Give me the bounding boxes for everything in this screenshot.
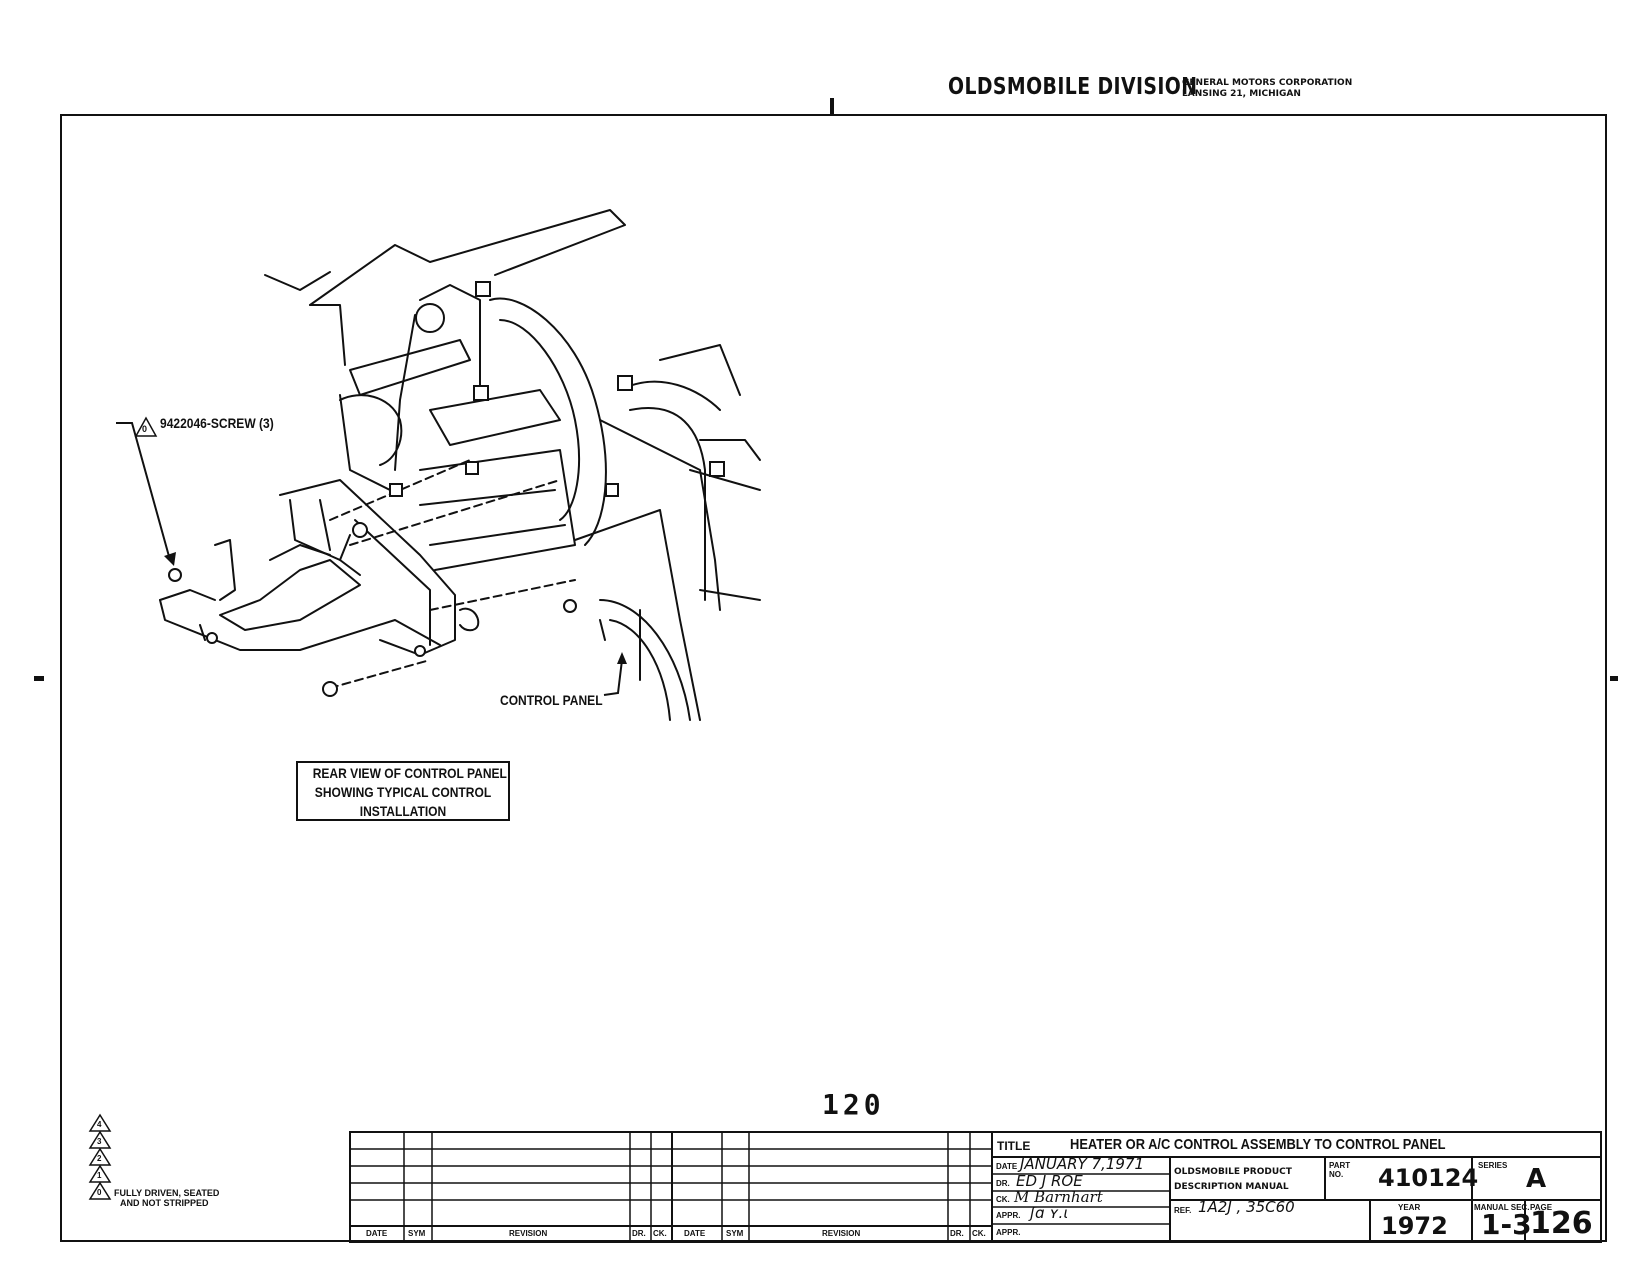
screw-label: 9422046-SCREW (3) — [160, 415, 274, 431]
rev-header-date-1: DATE — [366, 1229, 388, 1238]
manual-line-2: DESCRIPTION MANUAL — [1174, 1182, 1289, 1192]
rev-header-sym-2: SYM — [726, 1229, 744, 1238]
caption-line-2: SHOWING TYPICAL CONTROL — [314, 784, 492, 800]
caption-line-3: INSTALLATION — [359, 803, 447, 819]
rev-header-revision-2: REVISION — [822, 1229, 861, 1238]
note-text: FULLY DRIVEN, SEATED AND NOT STRIPPED — [114, 1188, 219, 1208]
caption-line-1: REAR VIEW OF CONTROL PANEL — [312, 765, 507, 781]
corporation-name: GENERAL MOTORS CORPORATION LANSING 21, M… — [1182, 78, 1352, 100]
rev-header-ck-1: CK. — [653, 1229, 667, 1238]
manual-sec-label: MANUAL SEC. — [1474, 1203, 1530, 1212]
drawing-title: HEATER OR A/C CONTROL ASSEMBLY TO CONTRO… — [1070, 1136, 1446, 1153]
part-no-label: PART NO. — [1329, 1161, 1351, 1179]
frame-marker — [830, 98, 834, 115]
corporation-line-1: GENERAL MOTORS CORPORATION — [1182, 78, 1353, 88]
note-text-line-1: FULLY DRIVEN, SEATED — [114, 1188, 220, 1198]
ck-label: CK. — [996, 1195, 1010, 1204]
manual-name: OLDSMOBILE PRODUCT DESCRIPTION MANUAL — [1174, 1165, 1292, 1195]
title-label: TITLE — [997, 1139, 1031, 1153]
screw-note-symbol: 0 — [142, 424, 148, 434]
note-symbol-0: 0 — [97, 1188, 102, 1197]
note-text-line-2: AND NOT STRIPPED — [120, 1198, 209, 1208]
manual-sec-value: 1-3 — [1481, 1208, 1532, 1241]
corporation-line-2: LANSING 21, MICHIGAN — [1182, 89, 1301, 99]
view-caption: REAR VIEW OF CONTROL PANEL SHOWING TYPIC… — [296, 761, 510, 821]
ck-value: M Barnhart — [1014, 1188, 1103, 1206]
appr2-label: APPR. — [996, 1228, 1021, 1237]
year-value: 1972 — [1381, 1212, 1448, 1240]
part-no-value: 410124 — [1378, 1164, 1479, 1192]
note-symbol-4: 4 — [97, 1120, 102, 1129]
rev-header-date-2: DATE — [684, 1229, 706, 1238]
rev-header-dr-2: DR. — [950, 1229, 964, 1238]
appr-label: APPR. — [996, 1211, 1021, 1220]
ref-label: REF. — [1174, 1206, 1192, 1215]
control-panel-label: CONTROL PANEL — [500, 692, 603, 708]
right-edge-marker — [1610, 676, 1618, 681]
note-symbol-2: 2 — [97, 1154, 102, 1163]
series-value: A — [1526, 1164, 1547, 1194]
note-symbol-3: 3 — [97, 1137, 102, 1146]
rev-header-dr-1: DR. — [632, 1229, 646, 1238]
series-label: SERIES — [1478, 1161, 1508, 1170]
ref-value: 1A2J , 35C60 — [1198, 1198, 1295, 1216]
year-label: YEAR — [1398, 1203, 1421, 1212]
division-title: OLDSMOBILE DIVISION — [948, 74, 1198, 100]
appr-value: ʃɑ ʏ.ɩ — [1030, 1204, 1070, 1222]
dr-value: ED J ROE — [1016, 1172, 1083, 1190]
page-value: 126 — [1530, 1206, 1593, 1241]
page-label: PAGE — [1530, 1203, 1553, 1212]
note-symbol-1: 1 — [97, 1171, 102, 1180]
date-label: DATE — [996, 1162, 1018, 1171]
manual-line-1: OLDSMOBILE PRODUCT — [1174, 1167, 1292, 1177]
sheet-number: 120 — [822, 1088, 885, 1121]
dr-label: DR. — [996, 1179, 1010, 1188]
rev-header-revision-1: REVISION — [509, 1229, 548, 1238]
left-edge-marker — [34, 676, 44, 681]
rev-header-sym-1: SYM — [408, 1229, 426, 1238]
rev-header-ck-2: CK. — [972, 1229, 986, 1238]
date-value: JANUARY 7,1971 — [1020, 1155, 1144, 1173]
